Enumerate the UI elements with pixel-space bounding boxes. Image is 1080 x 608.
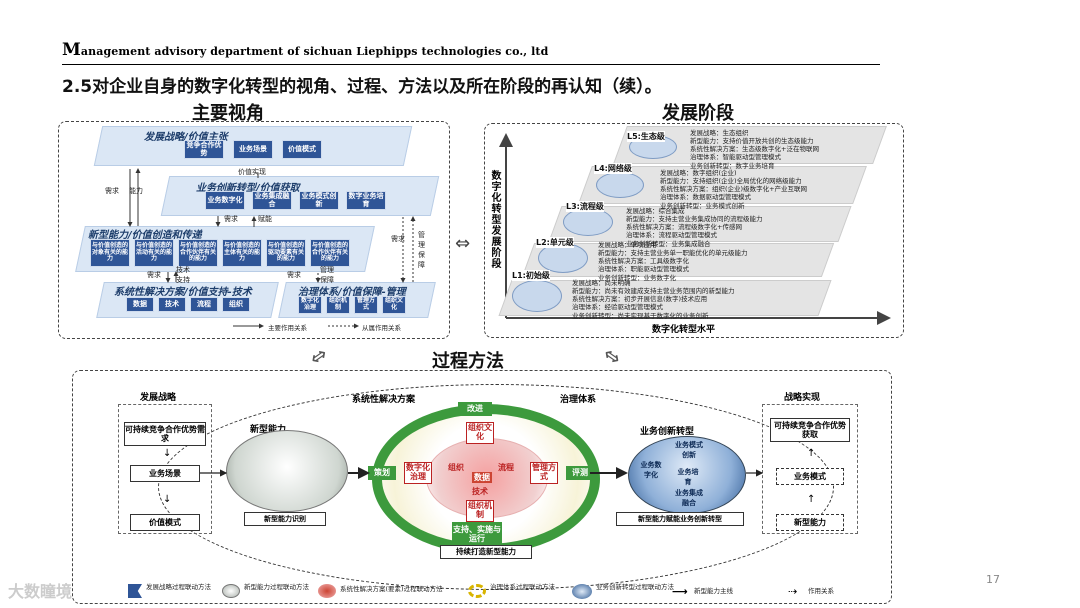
process-arrows — [72, 370, 892, 604]
arrow-bold-icon: ⟶ — [672, 585, 688, 598]
arrow-label: 价值实现 — [238, 167, 266, 177]
legend-text: 作用关系 — [808, 588, 834, 596]
views-arrows — [58, 121, 450, 339]
page-number: 17 — [986, 573, 1000, 586]
cylinder-icon — [596, 172, 644, 198]
legend-text: 治理体系过程联动方法 — [490, 584, 555, 592]
stage-name: L2:单元级 — [536, 237, 574, 248]
stage-name: L5:生态级 — [627, 131, 665, 142]
arrow-label: 赋能 — [258, 214, 272, 224]
legend-text: 新型能力过程联动方法 — [244, 584, 309, 592]
stages-y-axis: 数字化转型发展阶段 — [487, 170, 502, 269]
stage-name: L3:流程级 — [566, 201, 604, 212]
stage-notes: 发展战略：生态组织新型能力：支持价值开放共创的生态级能力系统性解决方案：生态级数… — [690, 129, 819, 170]
legend-text: 业务创新转型过程联动方法 — [596, 584, 674, 592]
stage-name: L1:初始级 — [512, 270, 550, 281]
flower-icon — [318, 584, 336, 598]
arrow-label: 需求 — [147, 270, 161, 280]
stage-notes: 发展战略：尚未明确新型能力：尚未有效建成支持主营业务范围内的新型能力系统性解决方… — [572, 279, 735, 320]
stage-notes: 发展战略：单项应用新型能力：支持主营业务单一职能优化的单元级能力系统性解决方案：… — [598, 241, 748, 282]
legend-sub: 从属作用关系 — [362, 322, 401, 332]
company-header: Management advisory department of sichua… — [62, 40, 548, 60]
double-arrow-icon: ⇔ — [455, 233, 470, 254]
arrow-label: 需求 — [391, 234, 405, 244]
arrow-label: 需求 — [287, 270, 301, 280]
stage-notes: 发展战略：数字组织(企业)新型能力：支持组织(企业)全局优化的网络级能力系统性解… — [660, 169, 807, 210]
arrow-label: 需求 — [224, 214, 238, 224]
arrow-label: 管理保障 — [418, 230, 430, 270]
legend-text: 新型能力主线 — [694, 588, 733, 596]
stages-x-axis: 数字化转型水平 — [652, 322, 715, 335]
double-arrow-icon: ⇔ — [599, 341, 626, 370]
arrow-label: 需求 — [105, 186, 119, 196]
double-arrow-icon: ⇔ — [305, 341, 332, 370]
arrow-label: 技术支持 — [176, 265, 190, 285]
arrow-dash-icon: ⇢ — [788, 585, 797, 598]
sphere-icon — [222, 584, 240, 598]
header-rule — [62, 64, 880, 65]
stage-name: L4:网络级 — [594, 163, 632, 174]
legend-main: 主要作用关系 — [268, 322, 307, 332]
arrow-label: 能力 — [129, 186, 143, 196]
stages-title: 发展阶段 — [662, 99, 734, 125]
cylinder-icon — [512, 280, 562, 312]
page-title: 2.5对企业自身的数字化转型的视角、过程、方法以及所在阶段的再认知（续）。 — [62, 72, 662, 97]
watermark: 大数瞳境 — [8, 578, 72, 602]
legend-text: 发展战略过程联动方法 — [146, 584, 211, 592]
globe-icon — [572, 584, 592, 599]
arrow-label: 管理保障 — [320, 265, 334, 285]
legend-text: 系统性解决方案(要素)过程联动方法 — [340, 586, 443, 594]
ring-icon — [468, 584, 486, 598]
cylinder-icon — [563, 208, 613, 236]
